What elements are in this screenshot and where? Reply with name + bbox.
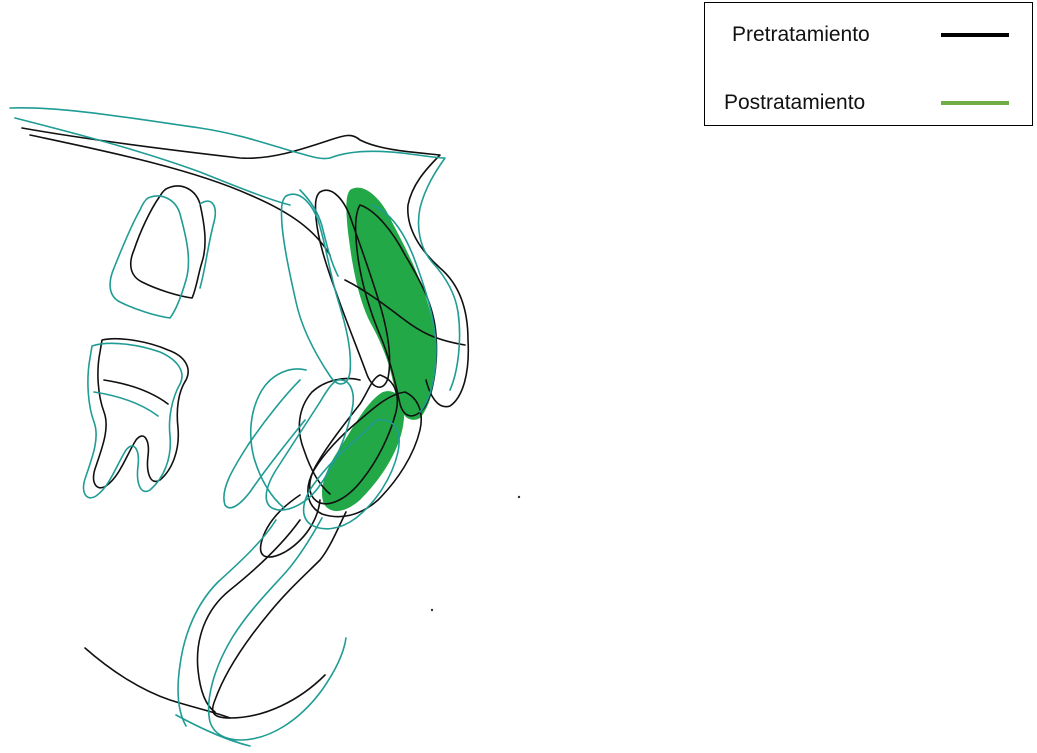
- legend-swatch-posttreatment: [941, 101, 1009, 105]
- post-lower-border: [176, 715, 250, 746]
- legend: Pretratamiento Postratamiento: [704, 2, 1033, 126]
- pre-upper-molar: [131, 186, 205, 298]
- pre-chin: [213, 512, 346, 718]
- pre-molar-crossline: [104, 380, 168, 404]
- speck: [518, 496, 520, 498]
- legend-item-pretreatment: Pretratamiento: [705, 15, 1032, 55]
- upper-lip-highlight: [346, 188, 436, 420]
- legend-swatch-pretreatment: [941, 33, 1009, 37]
- lower-lip-highlight: [322, 391, 404, 511]
- post-palate-line: [15, 118, 290, 205]
- lip-overlap-highlight: [322, 188, 436, 511]
- legend-item-posttreatment: Postratamiento: [705, 83, 1032, 123]
- legend-label-pretreatment: Pretratamiento: [732, 15, 870, 55]
- post-ramus: [251, 369, 306, 508]
- speck: [431, 609, 433, 611]
- legend-label-posttreatment: Postratamiento: [724, 83, 865, 123]
